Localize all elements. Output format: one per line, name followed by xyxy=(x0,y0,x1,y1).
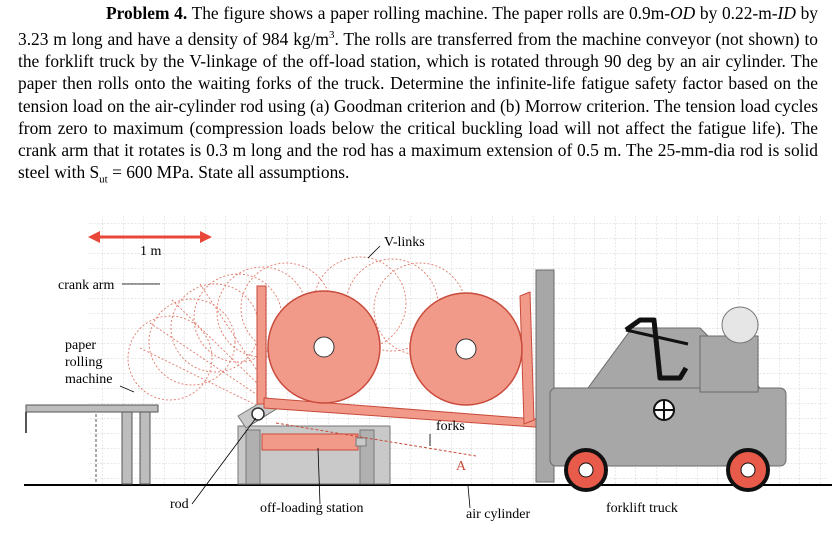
problem-text-5: = 600 MPa. State all assumptions. xyxy=(107,162,350,183)
label-rod: rod xyxy=(170,497,189,512)
paper-roll-2 xyxy=(409,292,523,406)
label-paper-1: paper xyxy=(65,338,96,353)
forklift-truck xyxy=(535,269,787,492)
v-linkage xyxy=(237,285,549,457)
label-paper-2: rolling xyxy=(65,355,102,370)
rear-wheel xyxy=(726,448,770,492)
label-crank-arm: crank arm xyxy=(58,278,114,293)
paper-roll-1 xyxy=(267,290,381,404)
label-forks: forks xyxy=(436,419,465,434)
problem-statement: Problem 4. The figure shows a paper roll… xyxy=(18,2,818,191)
problem-text-3: by 3.23 m long and have a density of 984… xyxy=(18,3,818,49)
label-point-a: A xyxy=(456,459,467,474)
label-v-links: V-links xyxy=(384,235,425,250)
air-cylinder xyxy=(261,433,367,451)
id-abbr: ID xyxy=(777,3,796,23)
problem-text-2: by 0.22-m- xyxy=(695,3,778,23)
density-exponent: 3 xyxy=(328,29,335,42)
problem-text-4: . The rolls are transferred from the mac… xyxy=(18,29,818,183)
label-forklift-truck: forklift truck xyxy=(606,501,678,516)
leader-lines xyxy=(119,245,471,509)
conveyor-stand xyxy=(25,404,159,485)
machine-figure: 1 m xyxy=(24,216,832,522)
label-air-cylinder: air cylinder xyxy=(466,507,530,522)
front-wheel xyxy=(564,448,608,492)
label-paper-3: machine xyxy=(65,372,112,387)
sut-subscript: ut xyxy=(99,173,108,186)
problem-label: Problem 4. xyxy=(106,3,188,23)
label-off-loading-station: off-loading station xyxy=(260,501,364,516)
scale-bar: 1 m xyxy=(88,231,212,259)
problem-text-1: The figure shows a paper rolling machine… xyxy=(187,3,671,23)
scale-label: 1 m xyxy=(140,244,162,259)
od-abbr: OD xyxy=(670,3,696,23)
